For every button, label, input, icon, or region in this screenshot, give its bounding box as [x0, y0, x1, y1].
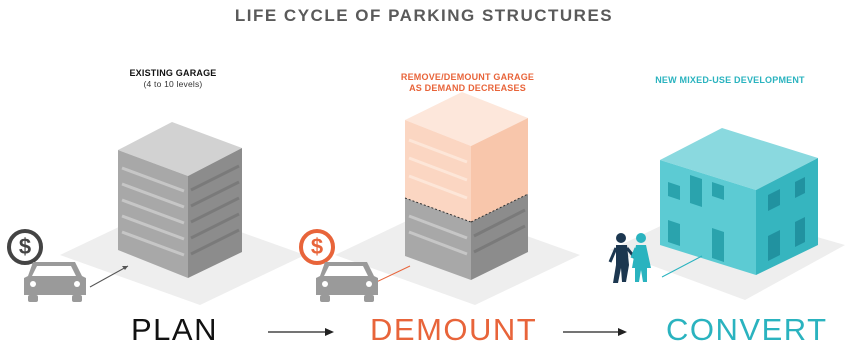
- plan-connector-arrowhead: [122, 266, 128, 270]
- stage-label-convert: CONVERT: [666, 312, 828, 347]
- dollar-coin-icon: [7, 229, 43, 265]
- flow-arrow-plan-to-demount: [268, 328, 334, 336]
- demount-garage-icon: [404, 92, 529, 280]
- dollar-coin-icon: [299, 229, 335, 265]
- caption-mixed-use-line1: NEW MIXED-USE DEVELOPMENT: [655, 75, 805, 85]
- flow-arrow-demount-to-convert: [563, 328, 627, 336]
- caption-demount-line1: REMOVE/DEMOUNT GARAGE: [400, 72, 535, 82]
- people-walking-icon: [608, 233, 651, 283]
- existing-garage-icon: [118, 122, 242, 278]
- convert-connector-arrow: [661, 255, 703, 278]
- plan-connector-arrow: [89, 265, 129, 288]
- car-icon: [316, 262, 378, 302]
- caption-existing-garage-title: EXISTING GARAGE: [129, 68, 217, 78]
- car-icon: [24, 262, 86, 302]
- mixed-use-building-icon: [660, 128, 818, 275]
- diagram-title: LIFE CYCLE OF PARKING STRUCTURES: [234, 6, 614, 25]
- dollar-sign-plan: $: [18, 234, 32, 259]
- stage-label-plan: PLAN: [131, 312, 218, 347]
- caption-demount-garage: REMOVE/DEMOUNT GARAGE AS DEMAND DECREASE…: [380, 72, 555, 94]
- caption-mixed-use: NEW MIXED-USE DEVELOPMENT: [640, 75, 820, 86]
- dollar-sign-demount: $: [310, 234, 324, 259]
- caption-existing-garage: EXISTING GARAGE (4 to 10 levels): [118, 68, 228, 90]
- caption-demount-line2: AS DEMAND DECREASES: [409, 83, 526, 93]
- caption-existing-garage-sub: (4 to 10 levels): [143, 79, 203, 89]
- stage-label-demount: DEMOUNT: [370, 312, 538, 347]
